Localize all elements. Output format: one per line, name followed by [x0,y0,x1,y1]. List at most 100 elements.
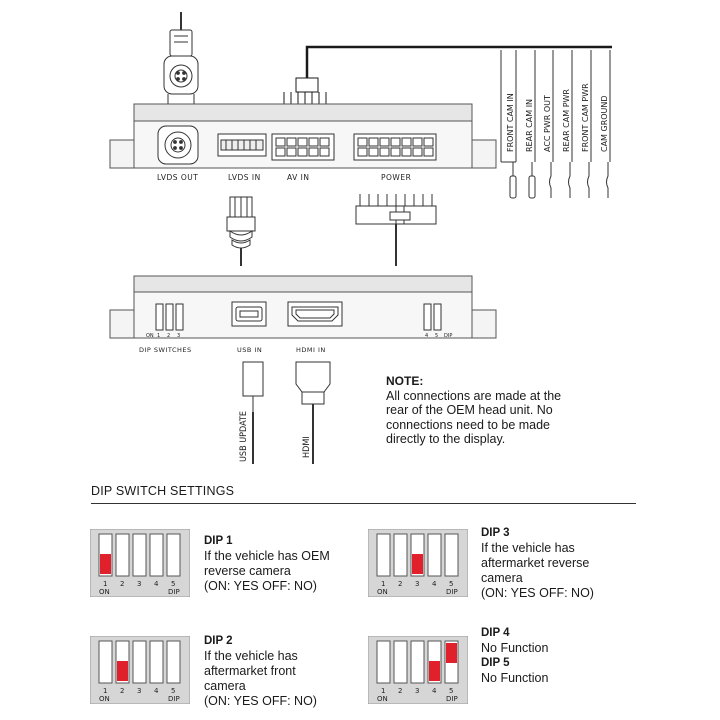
wire-label: REAR CAM IN [525,99,534,152]
dip1-line: If the vehicle has OEM [204,549,330,563]
dip-switch-slot [166,640,181,684]
dip5-line: No Function [481,671,549,685]
dip1-switch-graphic: 1 2 3 4 5ON DIP [90,529,190,597]
dip-switch-number: 3 [137,580,141,588]
power-label: POWER [381,173,411,182]
hdmi-in-label: HDMI IN [296,346,326,354]
module-dip-num: 2 [167,333,170,339]
lvds-out-port [157,125,199,165]
dip-label: DIP [168,695,180,703]
dip-switch-number: 4 [154,580,159,588]
dip4-dip5-description: DIP 4 No Function DIP 5 No Function [481,626,548,686]
dip1-line: (ON: YES OFF: NO) [204,579,317,593]
lvds-in-port [217,133,267,157]
usb-cable [236,361,264,464]
dip-switch-number: 4 [154,687,159,695]
dip3-line: If the vehicle has [481,541,575,555]
dip2-line: camera [204,679,246,693]
dip-switch-number: 1 [381,580,385,588]
note-title: NOTE: [386,374,424,388]
dip-label: DIP [446,588,458,596]
module-dip-num: 5 [435,333,438,339]
dip-switch-slot [393,533,408,577]
dip-switch-number: 2 [398,580,402,588]
dip-switch-lever-on [446,643,457,663]
dip-switch-slot [132,640,147,684]
dip-switch-slot [427,533,442,577]
dip3-line: (ON: YES OFF: NO) [481,586,594,600]
dip-on-label: ON [377,588,388,596]
dip-switch-number: 5 [171,687,175,695]
dip-switch-number: 2 [120,580,124,588]
dip-switch-slot [149,533,164,577]
wire-label: FRONT CAM IN [506,93,515,152]
module-dip-on-label: ON [146,333,154,339]
section-divider [91,503,636,504]
dip5-name: DIP 5 [481,657,510,669]
dip2-line: (ON: YES OFF: NO) [204,694,317,708]
module-dip-num: 3 [177,333,180,339]
dip-switch-slot [410,640,425,684]
dip-switch-number: 5 [449,687,453,695]
note-line: directly to the display. [386,432,506,447]
dip-switch-lever-on [412,554,423,574]
wiring-diagram: FRONT CAM IN REAR CAM IN ACC PWR OUT REA… [109,12,612,464]
hdmi-cable-label: HDMI [302,436,312,458]
dip-switch-slot [132,533,147,577]
hdmi-port [287,301,343,327]
dip-switch-number: 3 [415,687,419,695]
lvds-top-cable [163,12,199,104]
dip-label: DIP [446,695,458,703]
dip-switch-slot [166,533,181,577]
av-in-port [271,133,335,161]
dip-on-label: ON [99,695,110,703]
dip-switch-lever-on [117,661,128,681]
dip-switch-number: 2 [398,687,402,695]
usb-port [231,301,267,327]
usb-cable-label: USB UPDATE [239,411,249,462]
dip-on-label: ON [99,588,110,596]
dip-switch-number: 1 [103,687,107,695]
power-harness-top [283,45,612,104]
note-line: connections need to be made [386,417,551,432]
usb-in-label: USB IN [237,346,262,354]
dip-switch-number: 1 [103,580,107,588]
power-port [353,133,437,161]
dip-switch-lever-on [100,554,111,574]
lvds-in-cable [226,196,256,266]
note-line: All connections are made at the [386,388,562,403]
dip2-line: If the vehicle has [204,649,298,663]
dip-settings-title: DIP SWITCH SETTINGS [91,484,235,498]
dip3-line: camera [481,571,523,585]
dip-switch-number: 3 [415,580,419,588]
dip-switch-slot [98,640,113,684]
dip-switch-slot [393,640,408,684]
dip-switch-slot [376,640,391,684]
dip-switch-lever-on [429,661,440,681]
dip3-name: DIP 3 [481,527,510,539]
dip-switch-slot [444,533,459,577]
dip1-name: DIP 1 [204,535,233,547]
dip4-line: No Function [481,641,549,655]
dip-label: DIP [168,588,180,596]
dip4-name: DIP 4 [481,627,510,639]
dip-on-label: ON [377,695,388,703]
module-dip-switches-right [423,303,442,331]
wire-label: CAM GROUND [600,95,609,152]
module-dip-label: DIP [444,333,452,339]
dip3-line: aftermarket reverse [481,556,590,570]
wire-label: REAR CAM PWR [562,89,571,152]
dip2-name: DIP 2 [204,635,233,647]
hdmi-cable [295,361,331,464]
camera-wire-group [500,50,611,199]
dip-switch-number: 5 [449,580,453,588]
av-in-label: AV IN [287,173,310,182]
wire-label: ACC PWR OUT [543,95,552,152]
note-line: rear of the OEM head unit. No [386,403,553,418]
dip-switch-number: 5 [171,580,175,588]
module-dip-num: 4 [425,333,428,339]
dip-switch-slot [149,640,164,684]
